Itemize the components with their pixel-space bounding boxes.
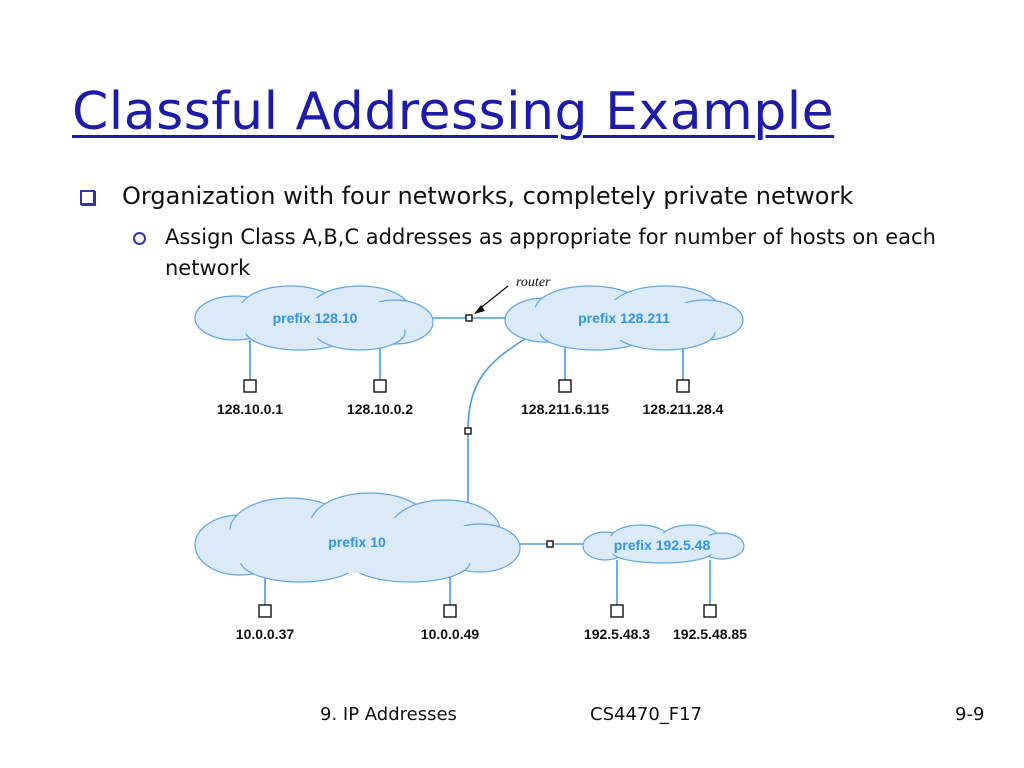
- host-address: 128.211.6.115: [521, 401, 609, 417]
- host-address: 10.0.0.37: [236, 626, 295, 642]
- footer-chapter: 9. IP Addresses: [320, 704, 457, 725]
- circle-bullet-icon: [133, 232, 146, 245]
- bullet-text: Organization with four networks, complet…: [122, 182, 854, 210]
- router-arrow-icon: [477, 285, 509, 311]
- cloud-prefix-192-5-48: [582, 524, 745, 564]
- host-address: 192.5.48.85: [673, 626, 747, 642]
- footer-course: CS4470_F17: [590, 704, 703, 725]
- footer-page-number: 9-9: [955, 704, 985, 725]
- host-address: 192.5.48.3: [584, 626, 650, 642]
- router-icon: [465, 314, 473, 322]
- hosts: [243, 379, 717, 618]
- router-icon: [464, 427, 472, 435]
- arrowhead-icon: [474, 305, 485, 314]
- router-icon: [546, 540, 554, 548]
- cloud-prefix-128-10: [194, 285, 434, 351]
- prefix-label: prefix 10: [328, 534, 386, 550]
- host-address: 128.10.0.2: [347, 401, 413, 417]
- square-bullet-icon: [80, 190, 95, 205]
- host-address: 128.10.0.1: [217, 401, 283, 417]
- slide-title: Classful Addressing Example: [72, 82, 835, 142]
- host-address: 10.0.0.49: [421, 626, 480, 642]
- prefix-label: prefix 128.211: [578, 310, 670, 326]
- prefix-label: prefix 128.10: [273, 310, 358, 326]
- links: [249, 317, 711, 605]
- cloud-prefix-128-211: [504, 285, 744, 351]
- host-address: 128.211.28.4: [643, 401, 724, 417]
- cloud-prefix-10: [194, 492, 521, 583]
- sub-bullet-1: Assign Class A,B,C addresses as appropri…: [133, 222, 993, 284]
- sub-bullet-text: Assign Class A,B,C addresses as appropri…: [165, 225, 936, 280]
- prefix-label: prefix 192.5.48: [614, 537, 711, 553]
- router-label: router: [516, 275, 551, 290]
